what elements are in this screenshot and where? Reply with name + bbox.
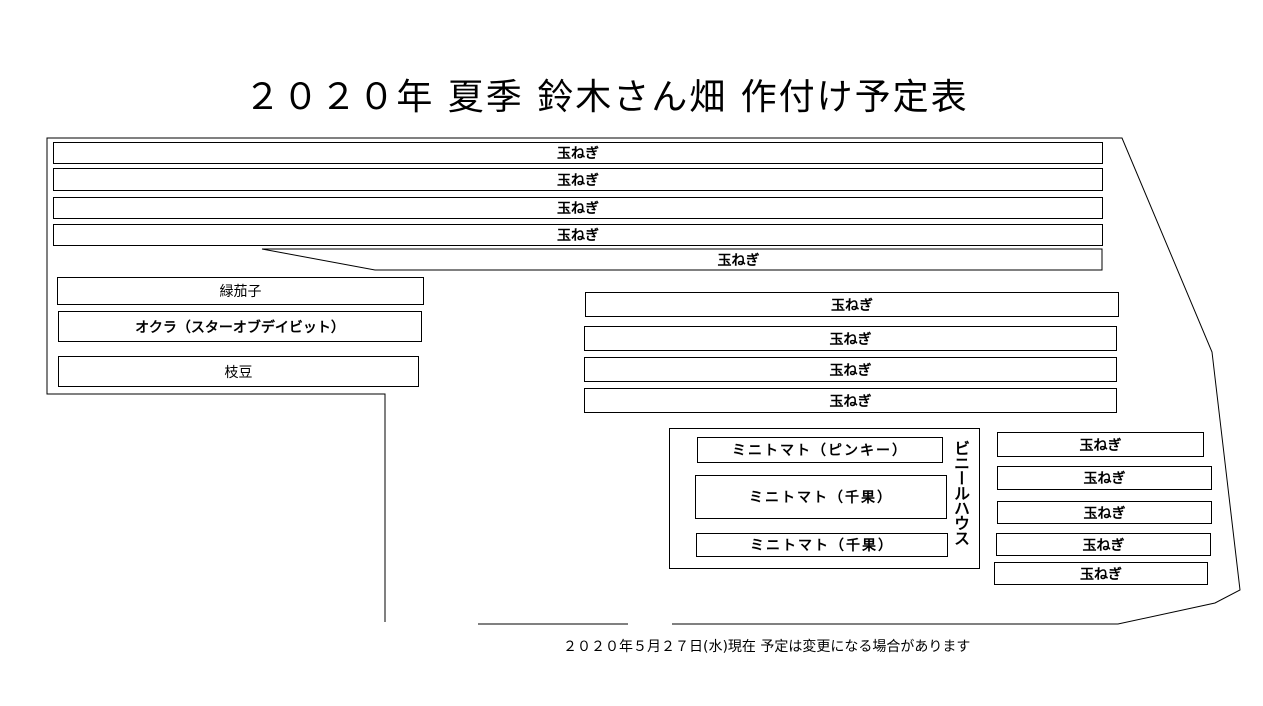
plot-tomato-pinky: ミニトマト（ピンキー）: [697, 437, 943, 463]
plot-onion: 玉ねぎ: [53, 142, 1103, 164]
plot-edamame: 枝豆: [58, 356, 419, 387]
plot-tomato-chika: ミニトマト（千果）: [695, 475, 947, 519]
footer-note: ２０２０年５月２７日(水)現在 予定は変更になる場合があります: [563, 639, 971, 655]
plot-onion: 玉ねぎ: [53, 197, 1103, 219]
page-title: ２０２０年 夏季 鈴木さん畑 作付け予定表: [244, 77, 969, 118]
plot-onion: 玉ねぎ: [585, 292, 1119, 317]
plot-onion: 玉ねぎ: [996, 533, 1211, 556]
plot-onion: 玉ねぎ: [53, 168, 1103, 191]
plot-onion: 玉ねぎ: [584, 326, 1117, 351]
greenhouse-label: ビニールハウス: [951, 440, 970, 545]
plot-okra: オクラ（スターオブデイビット）: [58, 311, 422, 342]
plot-green-eggplant: 緑茄子: [57, 277, 424, 305]
plot-onion: 玉ねぎ: [994, 562, 1208, 585]
plot-onion: 玉ねぎ: [53, 224, 1103, 246]
plot-onion: 玉ねぎ: [997, 432, 1204, 457]
plot-outline-onion-5: [261, 248, 1103, 271]
plot-onion: 玉ねぎ: [997, 501, 1212, 524]
plot-onion: 玉ねぎ: [997, 466, 1212, 490]
greenhouse-outline: [669, 428, 980, 569]
plot-onion: 玉ねぎ: [717, 253, 760, 269]
plot-tomato-chika: ミニトマト（千果）: [696, 533, 948, 557]
plot-onion: 玉ねぎ: [584, 388, 1117, 413]
plot-onion: 玉ねぎ: [584, 357, 1117, 382]
